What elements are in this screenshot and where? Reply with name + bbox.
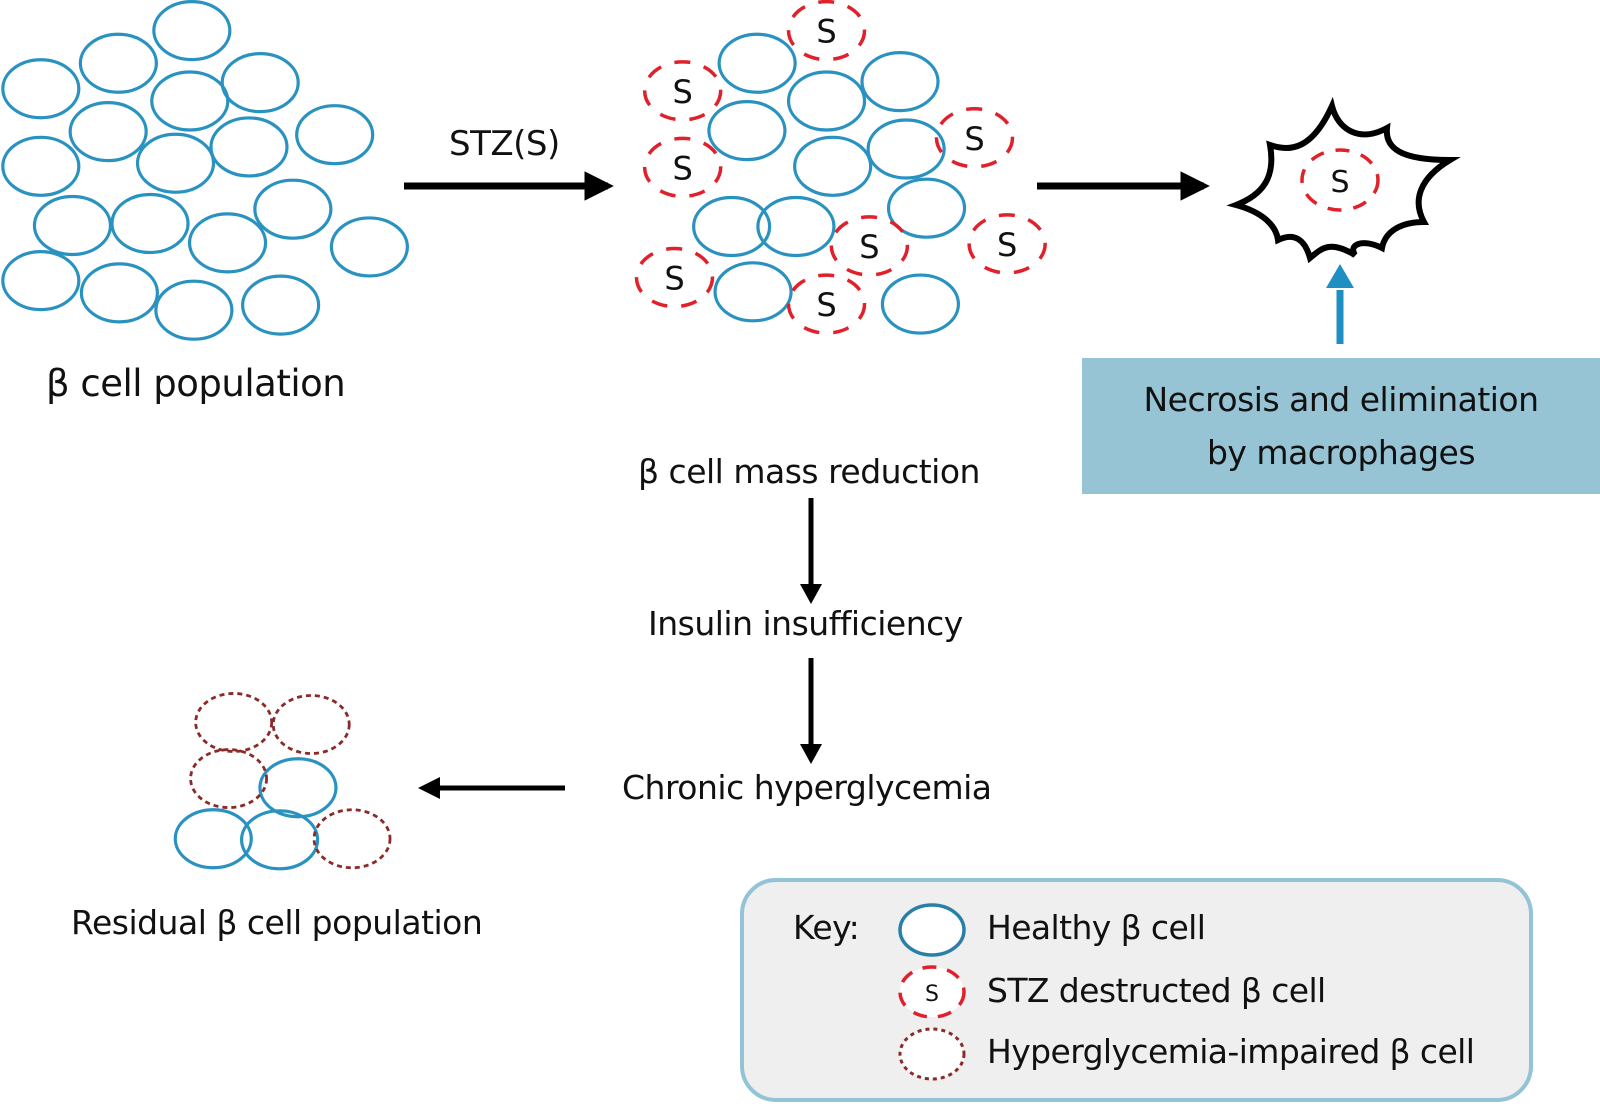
healthy-cell-icon — [1, 58, 81, 120]
necrosis-label-line2: by macrophages — [1206, 433, 1476, 472]
healthy-cell-icon — [79, 262, 159, 324]
stz-mark: S — [997, 226, 1017, 264]
impaired-cell-icon — [194, 692, 274, 753]
key-title: Key: — [793, 908, 860, 947]
healthy-cell-icon — [135, 132, 216, 194]
necrosis-label-line1: Necrosis and elimination — [1143, 380, 1539, 419]
residual-population-label: Residual β cell population — [71, 903, 483, 942]
stz-label: STZ(S) — [449, 124, 560, 164]
residual-arrow-head-icon — [418, 777, 440, 799]
healthy-cell-icon — [880, 273, 961, 335]
healthy-cell-icon — [78, 32, 158, 94]
necrosis-box: Necrosis and elimination by macrophages — [1082, 358, 1600, 494]
stz-mark: S — [964, 120, 984, 158]
healthy-cell-icon — [241, 274, 321, 336]
macrophage-arrow-head-icon — [1326, 264, 1354, 288]
healthy-cell-icon — [713, 261, 793, 323]
impaired-cell-icon — [271, 694, 351, 755]
key-healthy-label: Healthy β cell — [987, 908, 1206, 947]
key-legend: Key: S Healthy β cell STZ destructed β c… — [740, 878, 1533, 1102]
healthy-cell-icon — [239, 809, 320, 871]
stz-destructed-cell-icon — [642, 60, 723, 122]
stz-mark: S — [672, 73, 692, 111]
healthy-cell-icon — [68, 101, 148, 163]
insulin-insufficiency-label: Insulin insufficiency — [648, 604, 963, 643]
stz-mark: S — [664, 260, 684, 298]
healthy-cell-icon — [110, 192, 190, 255]
healthy-cell-icon — [152, 0, 232, 62]
healthy-cell-icon — [692, 195, 772, 258]
impaired-cell-icon — [312, 808, 392, 870]
stz-destructed-cell-icon — [634, 246, 715, 309]
healthy-cell-icon — [150, 70, 230, 132]
healthy-cell-icon — [717, 32, 797, 94]
healthy-cell-icon — [1, 135, 81, 197]
healthy-cell-icon — [756, 195, 836, 258]
healthy-cell-icon — [860, 51, 940, 113]
key-swatches: S — [898, 903, 966, 1081]
healthy-cell-icon — [1, 250, 81, 312]
healthy-cell-icon — [220, 52, 300, 114]
stz-mark: S — [816, 13, 836, 51]
key-stz-cell-icon — [898, 965, 966, 1019]
key-impaired-label: Hyperglycemia-impaired β cell — [987, 1032, 1475, 1071]
healthy-cell-icon — [32, 194, 113, 257]
stz-destructed-cell-icon — [786, 0, 867, 62]
beta-cell-population-label: β cell population — [46, 362, 346, 405]
residual-beta-cell-population — [173, 692, 392, 871]
stz-mark: S — [672, 149, 692, 187]
necrotic-cell-burst-icon — [1226, 96, 1461, 264]
necrotic-stz-mark: S — [1330, 165, 1349, 200]
healthy-cell-icon — [173, 808, 253, 870]
key-stz-mark: S — [925, 982, 939, 1007]
necrotic-stz-cell-icon — [1300, 148, 1380, 212]
key-impaired-cell-icon — [898, 1027, 966, 1081]
healthy-cell-icon — [187, 212, 268, 274]
healthy-cell-icon — [253, 178, 333, 240]
mass-reduction-label: β cell mass reduction — [638, 452, 980, 491]
flow-arrow-2-head-icon — [800, 744, 822, 764]
stz-mark: S — [859, 228, 879, 266]
healthy-cell-icon — [154, 279, 234, 341]
stz-destructed-cell-icon — [829, 215, 910, 277]
stz-mark: S — [816, 286, 836, 324]
healthy-cell-icon — [793, 135, 873, 197]
key-stz-label: STZ destructed β cell — [987, 971, 1326, 1010]
healthy-cell-icon — [258, 757, 338, 819]
healthy-cell-icon — [866, 118, 946, 180]
stz-destructed-cell-icon — [786, 273, 867, 335]
stz-destructed-cell-icon — [934, 107, 1015, 169]
healthy-cell-icon — [707, 100, 787, 162]
beta-cell-population — [1, 0, 409, 341]
healthy-cell-icon — [329, 216, 409, 278]
chronic-hyperglycemia-label: Chronic hyperglycemia — [622, 768, 992, 807]
stz-destructed-cell-icon — [967, 213, 1047, 275]
healthy-cell-icon — [209, 116, 289, 178]
healthy-cell-icon — [786, 70, 867, 132]
healthy-cell-icon — [295, 104, 375, 166]
flow-arrow-1-head-icon — [800, 584, 822, 604]
key-healthy-cell-icon — [898, 903, 966, 957]
healthy-cell-icon — [886, 177, 967, 239]
stz-destructed-cell-icon — [642, 136, 723, 199]
impaired-cell-icon — [189, 748, 268, 809]
